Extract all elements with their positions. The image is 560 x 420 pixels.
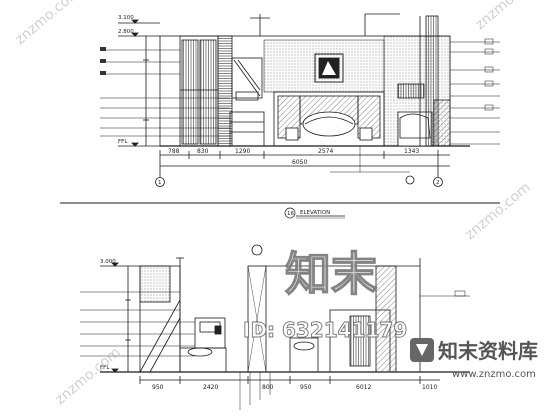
floor-level-label: FFL	[118, 139, 128, 145]
lower-dim-5: 6012	[356, 384, 371, 391]
diag-watermark-3: znzmo.com	[52, 344, 123, 408]
lower-dim-2: 2420	[203, 384, 218, 391]
dim-total: 6050	[292, 159, 307, 166]
lower-elevation	[80, 244, 470, 410]
lower-elevation-labels: 3.000 FFL 950 2420 800 950 6012 1010	[100, 259, 437, 391]
dim-3: 1290	[235, 148, 250, 155]
lower-dim-6: 1010	[422, 384, 437, 391]
mid-level-label: 2.800	[118, 29, 134, 35]
elevation-title	[284, 207, 345, 219]
diag-watermark-4: znzmo.com	[462, 179, 533, 243]
dim-1: 788	[168, 148, 180, 155]
dim-4: 2574	[318, 148, 333, 155]
brand-logo-icon	[410, 338, 434, 362]
lower-top-level-label: 3.000	[100, 259, 116, 265]
top-level-label: 3.100	[118, 15, 134, 21]
upper-elevation	[100, 13, 500, 187]
diag-watermark-2: znzmo.com	[472, 0, 543, 33]
lower-dim-1: 950	[152, 384, 164, 391]
lower-floor-level-label: FFL	[100, 365, 110, 371]
elevation-number: 16	[287, 211, 294, 217]
grid-left-label: 1	[158, 180, 162, 186]
lower-dim-4: 950	[300, 384, 312, 391]
elevation-title-text: ELEVATION	[300, 210, 330, 216]
lower-dim-3: 800	[262, 384, 274, 391]
upper-elevation-labels: 3.100 2.800 FFL 788 830 1290 2574 1343 6…	[118, 15, 440, 186]
watermark-brand-cn: 知末资料库	[438, 339, 538, 363]
watermark-logo: 知末	[285, 247, 377, 301]
dim-2: 830	[197, 148, 209, 155]
watermark-brand-url: www.znzmo.com	[452, 369, 536, 380]
diag-watermark-1: znzmo.com	[12, 0, 83, 48]
watermark-id: ID: 632141179	[243, 318, 407, 342]
dim-5: 1343	[404, 148, 419, 155]
grid-right-label: 2	[436, 180, 440, 186]
